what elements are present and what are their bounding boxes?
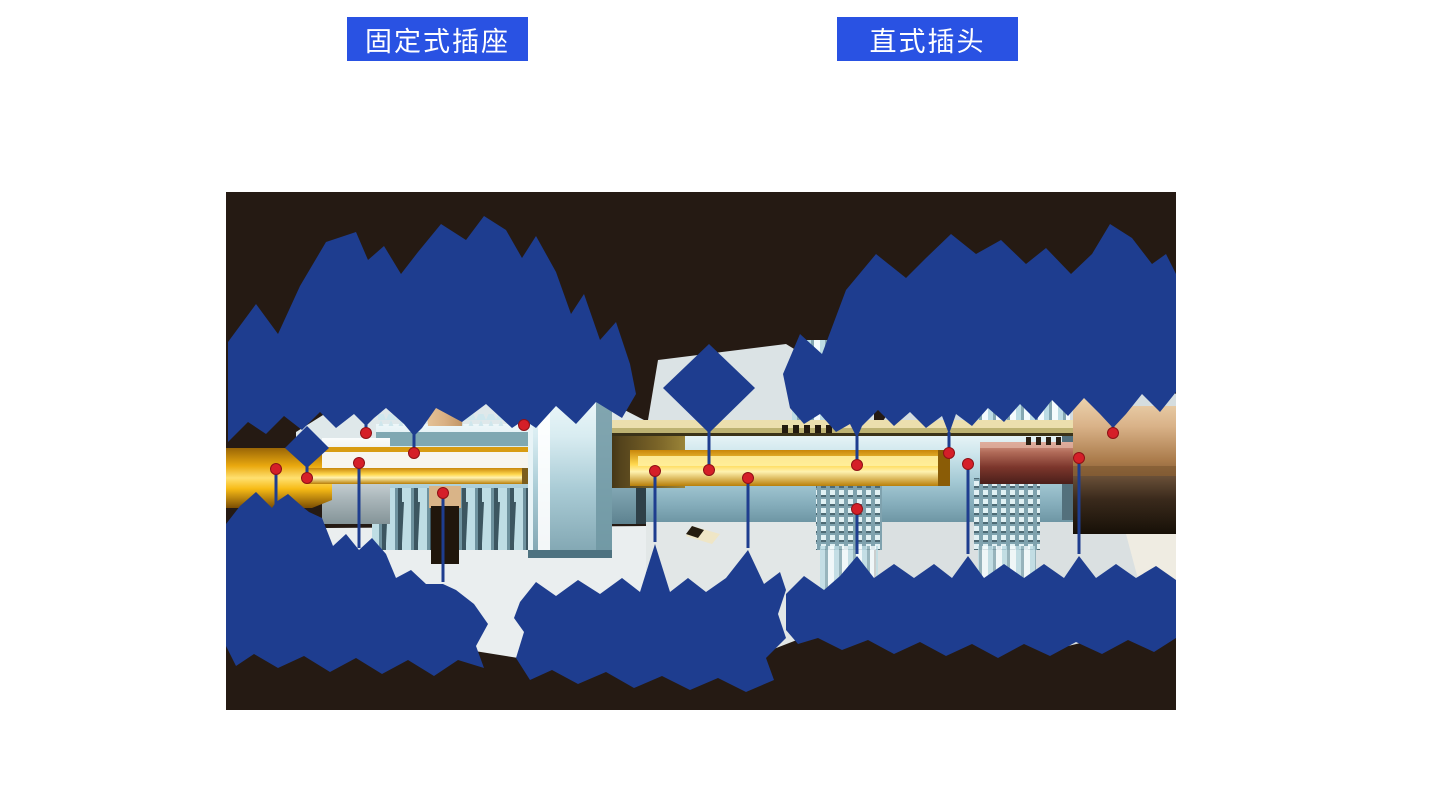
label-blob-top-right — [783, 224, 1176, 438]
flange-bottom-edge — [528, 550, 612, 558]
insulation-layer-dark — [600, 433, 1081, 436]
callout-dot — [649, 465, 661, 477]
callout-dot — [1073, 452, 1085, 464]
callout-dot — [437, 487, 449, 499]
flange-highlight — [538, 384, 550, 558]
plug-center-contact — [630, 450, 950, 486]
label-straight-plug-badge: 直式插头 — [837, 17, 1018, 61]
flange-left-edge — [528, 384, 533, 558]
screw-glint-dark — [686, 526, 704, 538]
straight-plug-label: 直式插头 — [869, 26, 986, 57]
label-blob-top-left — [228, 216, 636, 442]
label-fixed-socket-badge: 固定式插座 — [347, 17, 528, 61]
fixed-socket-label: 固定式插座 — [365, 26, 510, 57]
sleeve-tooth-1 — [1026, 437, 1031, 445]
callout-dot — [703, 464, 715, 476]
socket-shaft-top-band — [376, 432, 532, 446]
plug-tooth-1 — [782, 425, 788, 433]
callout-dot — [518, 419, 530, 431]
plug-contact-highlight — [638, 456, 938, 466]
label-blob-bottom-mid — [514, 544, 786, 692]
plug-tooth-2 — [793, 425, 799, 433]
socket-insulator-lower-dark — [431, 506, 459, 564]
flange-shadow — [596, 384, 612, 558]
callout-dot — [1107, 427, 1119, 439]
plug-tooth-5 — [826, 425, 832, 433]
sleeve-tooth-4 — [1056, 437, 1061, 445]
callout-dot — [353, 457, 365, 469]
label-blob-bottom-left — [226, 492, 488, 676]
callout-dot — [270, 463, 282, 475]
socket-pin-contact — [306, 468, 538, 484]
callout-dot — [301, 472, 313, 484]
callout-dot — [851, 459, 863, 471]
callout-dot — [360, 427, 372, 439]
cable — [1073, 476, 1176, 534]
callout-dot — [851, 503, 863, 515]
label-blob-diamond-left — [285, 426, 329, 468]
callout-dot — [943, 447, 955, 459]
plug-tooth-3 — [804, 425, 810, 433]
socket-gold-line — [322, 447, 540, 452]
insulation-layer-khaki — [600, 428, 1081, 433]
callout-dot — [962, 458, 974, 470]
connector-cutaway-diagram — [226, 216, 1176, 692]
plug-contact-end — [938, 450, 950, 486]
sleeve-tooth-2 — [1036, 437, 1041, 445]
label-blob-bottom-right — [786, 556, 1176, 658]
knurl-grip-left — [816, 480, 882, 550]
sleeve-tooth-3 — [1046, 437, 1051, 445]
callout-dot — [408, 447, 420, 459]
knurl-grip-right — [974, 478, 1040, 550]
callout-dot — [742, 472, 754, 484]
label-blob-diamond-mid — [663, 344, 755, 433]
diagram-panel — [226, 192, 1176, 710]
socket-insulator-band — [322, 451, 540, 469]
plug-tooth-4 — [815, 425, 821, 433]
